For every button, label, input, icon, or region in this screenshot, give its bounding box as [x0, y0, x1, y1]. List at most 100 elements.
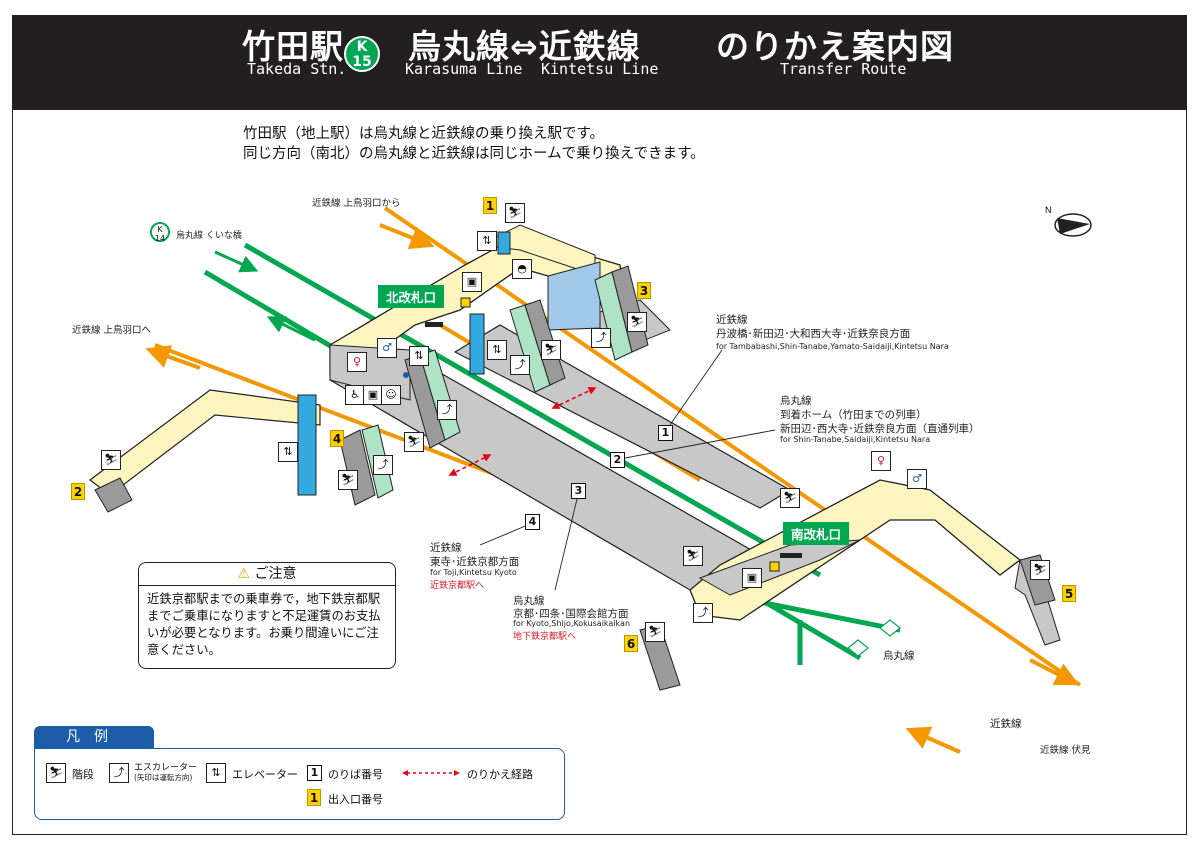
p4-destination-en: for Toji,Kintetsu Kyoto [430, 568, 517, 577]
stairs-icon: ⛷ [645, 622, 665, 642]
p2-arrival: 到着ホーム（竹田までの列車） [780, 409, 927, 421]
platform-1-number: 1 [658, 425, 673, 441]
south-concourse [689, 479, 1022, 621]
mens-restroom-icon: ♂ [377, 338, 397, 358]
elevator-shaft-exit1 [497, 231, 511, 255]
leader-platform-1 [669, 349, 723, 426]
elevator-shaft-north [469, 313, 485, 375]
legend-escalator-icon: ⤴ [109, 763, 129, 783]
karasuma-arrow-a [214, 250, 259, 273]
elevator-shaft-west [297, 394, 317, 496]
p2-destination-en: for Shin-Tanabe,Saidaiji,Kintetsu Nara [780, 435, 931, 444]
legend-box [34, 748, 565, 820]
karasuma-arrow-b [266, 316, 316, 342]
legend-transfer-arrow [402, 770, 460, 776]
escalator-icon: ⤴ [437, 400, 457, 420]
north-info-point [460, 297, 471, 308]
svg-text:N: N [1045, 205, 1052, 215]
leader-platform-3 [554, 494, 579, 591]
exit-1-number: 1 [483, 197, 497, 214]
p4-note: 近鉄京都駅へ [430, 581, 485, 591]
intro-line-2: 同じ方向（南北）の烏丸線と近鉄線は同じホームで乗り換えできます。 [243, 146, 705, 162]
escalator-icon: ⤴ [591, 328, 611, 348]
p2-line: 烏丸線 [780, 395, 812, 407]
exit-2-number: 2 [71, 483, 85, 500]
caution-body: 近鉄京都駅までの乗車券で，地下鉄京都駅までご乗車になりますと不足運賃のお支払いが… [147, 592, 381, 657]
warning-icon: ⚠ [237, 566, 251, 582]
p2-destination: 新田辺･西大寺･近鉄奈良方面（直通列車） [780, 423, 980, 435]
depot-icon-b [847, 639, 869, 657]
kintetsu-line-en: Kintetsu Line [541, 60, 659, 78]
south-gate-label: 南改札口 [783, 522, 850, 545]
label-kuinabashi: 烏丸線 くいな橋 [176, 231, 242, 241]
callout-leaders [479, 349, 776, 591]
escalator-icon: ⤴ [510, 355, 530, 375]
police-box-icon: ◓ [512, 259, 532, 279]
south-gate-machines [780, 553, 802, 558]
platform-2-number: 2 [610, 452, 625, 468]
station-code-letter: K [356, 39, 368, 55]
station-code-number: 15 [352, 54, 372, 70]
kintetsu-arrow-out [145, 345, 201, 370]
legend-elevator-icon: ⇅ [206, 763, 226, 783]
p3-destination: 京都･四条･国際会館方面 [513, 608, 629, 620]
elevator-icon: ⇅ [487, 340, 507, 360]
elevator-icon: ⇅ [409, 346, 429, 366]
stairs-icon: ⛷ [683, 546, 703, 566]
page-title-en: Transfer Route [780, 60, 907, 78]
exit-3-number: 3 [637, 282, 651, 299]
caution-title-row: ⚠ ご注意 [139, 563, 395, 586]
stairs-icon: ⛷ [541, 340, 561, 360]
legend-elevator-label: エレベーター [232, 768, 298, 781]
stairs-icon: ⛷ [101, 450, 121, 470]
ticket-gates [425, 322, 802, 558]
womens-restroom-icon: ♀ [871, 451, 891, 471]
label-to-kamitobaguchi: 近鉄線 上鳥羽口へ [72, 325, 152, 336]
caution-notice: ⚠ ご注意 近鉄京都駅までの乗車券で，地下鉄京都駅までご乗車になりますと不足運賃… [138, 562, 396, 669]
karasuma-line-en: Karasuma Line [405, 60, 523, 78]
station-code-badge: K 15 [344, 36, 380, 72]
label-kintetsu-fushimi: 近鉄線 伏見 [1040, 745, 1091, 756]
escalator-icon: ⤴ [373, 455, 393, 475]
label-from-kamitobaguchi: 近鉄線 上鳥羽口から [312, 198, 401, 209]
page-title: のりかえ案内図 [716, 27, 954, 66]
elevator-icon: ⇅ [278, 442, 298, 462]
info-dot [403, 372, 409, 378]
depot-icon-a [879, 619, 901, 637]
wheelchair-icon: ♿ [345, 385, 365, 405]
exit-5-number: 5 [1062, 585, 1076, 602]
north-compass-icon: N [1045, 205, 1092, 237]
south-info-point [769, 561, 780, 572]
stairs-icon: ⛷ [627, 312, 647, 332]
p3-destination-en: for Kyoto,Shijo,Kokusaikaikan [513, 619, 631, 628]
stairs-icon: ⛷ [780, 488, 800, 508]
elevator-icon: ⇅ [477, 231, 497, 251]
legend-exit-number-label: 出入口番号 [328, 793, 383, 806]
kintetsu-arrow-in [379, 223, 435, 250]
title-bar [12, 15, 1187, 110]
kintetsu-arrow-fushimi-out [1029, 658, 1080, 686]
stairs-icon: ⛷ [505, 203, 525, 223]
legend-platform-number-sample: 1 [307, 765, 322, 781]
legend-stairs-icon: ⛷ [46, 763, 66, 783]
south-gate-floor [698, 539, 861, 596]
stairs-icon: ⛷ [1030, 560, 1050, 580]
exit-2-stairs [94, 477, 133, 513]
transfer-route-north [551, 387, 597, 409]
station-name-jp: 竹田駅 [242, 27, 344, 66]
platform-4-number: 4 [525, 514, 540, 530]
legend-stairs-label: 階段 [72, 768, 94, 781]
legend-escalator-label: エスカレーター [134, 763, 198, 773]
intro-line-1: 竹田駅（地上駅）は烏丸線と近鉄線の乗り換え駅です。 [243, 126, 605, 142]
kuinabashi-code-number: 14 [154, 234, 166, 243]
platform-3-number: 3 [571, 483, 586, 499]
p3-note: 地下鉄京都駅へ [513, 632, 577, 642]
leader-platform-2 [624, 429, 776, 459]
ticket-machine-icon: ▣ [742, 568, 762, 588]
kintetsu-track-east [383, 206, 1082, 687]
p4-destination: 東寺･近鉄京都方面 [430, 556, 520, 568]
stairs-icon: ⛷ [404, 432, 424, 452]
legend-escalator-note: (矢印は運転方向) [134, 773, 193, 782]
p4-line: 近鉄線 [430, 542, 462, 554]
